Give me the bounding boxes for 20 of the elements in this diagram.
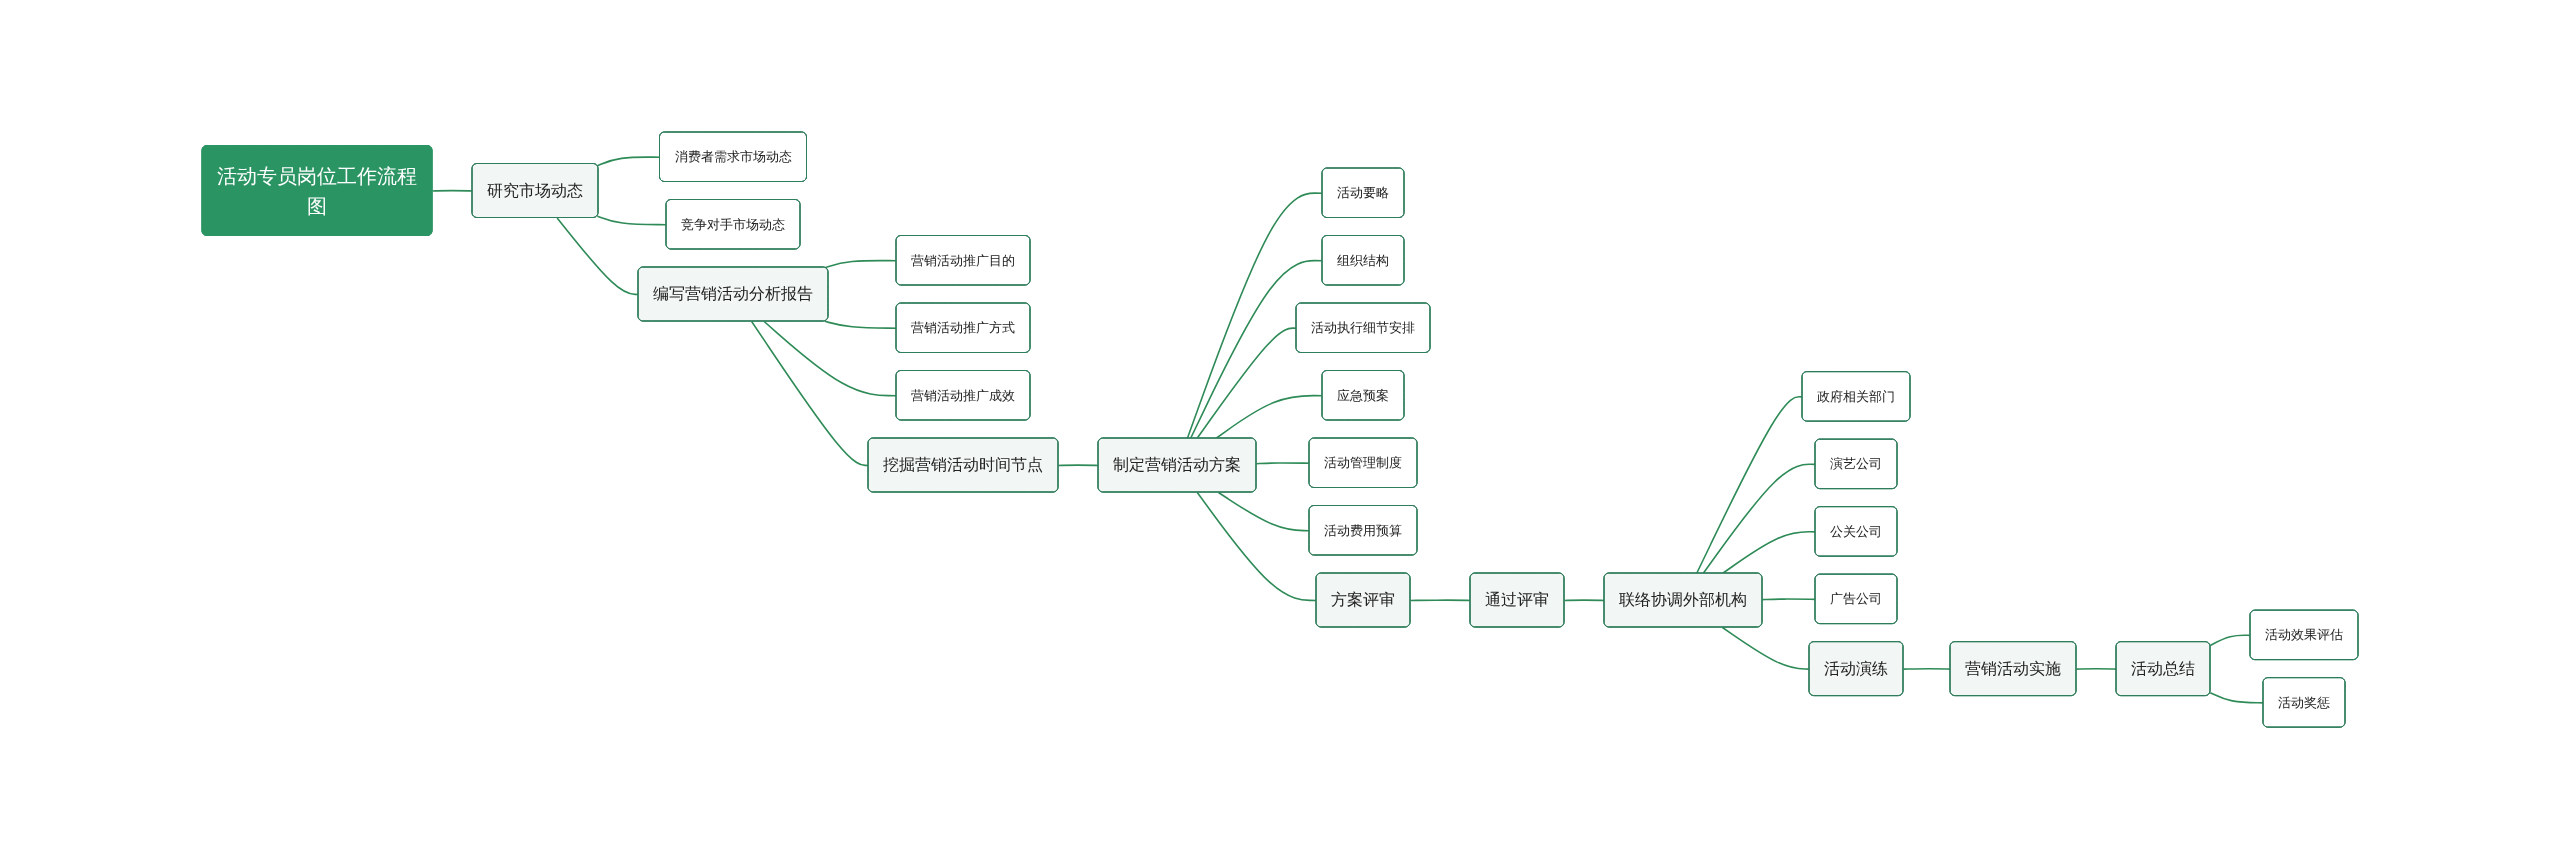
connector (1563, 599, 1606, 602)
connector (431, 189, 474, 192)
connector (1761, 598, 1817, 601)
connector (1217, 491, 1311, 532)
connector (750, 320, 870, 467)
connector (1409, 599, 1472, 602)
connector (824, 320, 898, 329)
connector (556, 217, 640, 296)
connector (763, 320, 898, 397)
connector (1255, 462, 1311, 465)
connector (1721, 626, 1811, 670)
connector (1902, 667, 1952, 670)
connector (596, 156, 661, 167)
connector (596, 215, 668, 226)
connector (1057, 464, 1100, 467)
connector (2209, 634, 2252, 647)
connector (2209, 691, 2265, 704)
connector (2075, 667, 2118, 670)
connector (824, 259, 898, 269)
connector (1196, 491, 1318, 602)
